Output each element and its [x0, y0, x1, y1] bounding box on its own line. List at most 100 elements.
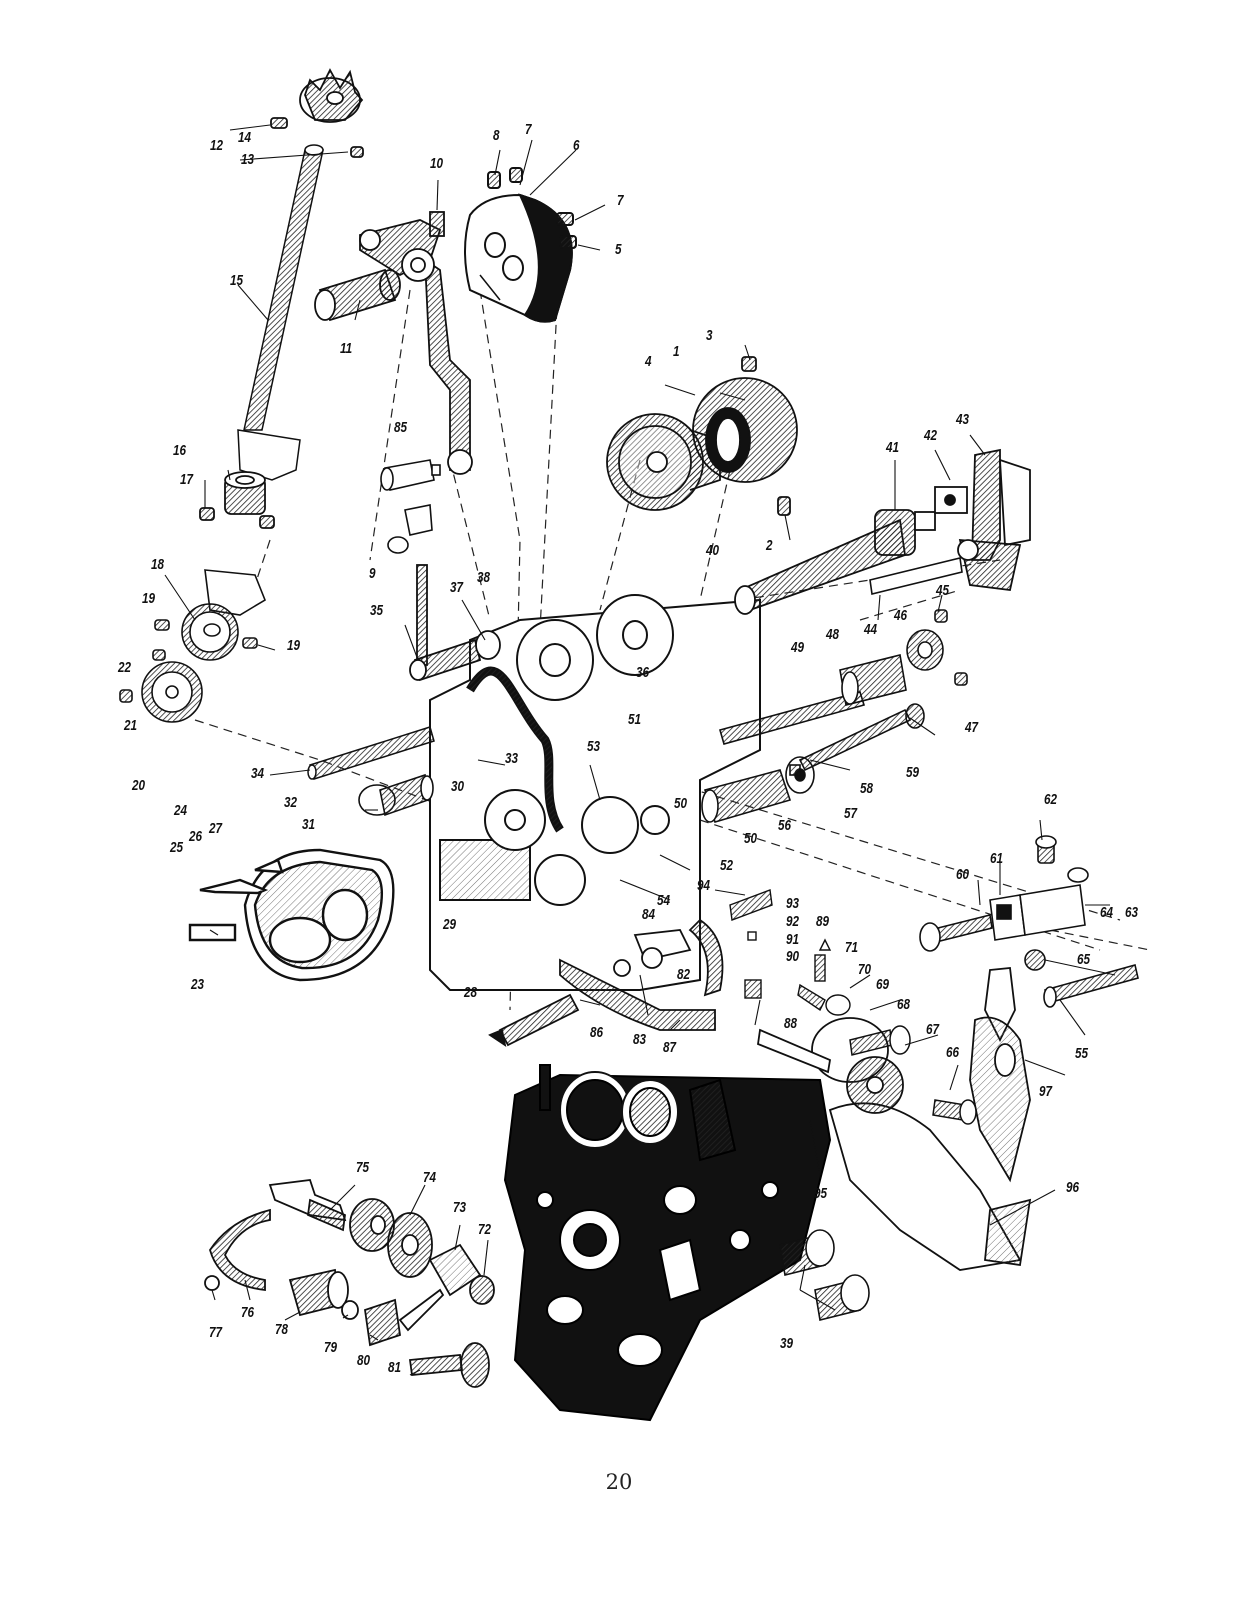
gear-20: [119, 649, 203, 723]
callout-88: 88: [784, 1015, 798, 1032]
callout-24: 24: [174, 802, 188, 819]
screws-66-68: [849, 1025, 977, 1125]
callout-14: 14: [238, 129, 252, 146]
callout-51: 51: [628, 711, 642, 728]
callout-66: 66: [946, 1044, 960, 1061]
callout-28: 28: [464, 984, 478, 1001]
callout-77: 77: [209, 1324, 223, 1341]
callout-50a: 50: [674, 795, 688, 812]
callout-26: 26: [189, 828, 203, 845]
callout-32: 32: [284, 794, 298, 811]
callout-16: 16: [173, 442, 187, 459]
bushing-group-56-59: [701, 703, 925, 823]
callout-2: 2: [766, 537, 773, 554]
callout-10: 10: [430, 155, 444, 172]
callout-75: 75: [356, 1159, 370, 1176]
callout-89: 89: [816, 913, 830, 930]
callout-67: 67: [926, 1021, 940, 1038]
callout-39: 39: [780, 1335, 794, 1352]
tension-assembly-72-81: [204, 1179, 495, 1388]
callout-84: 84: [642, 906, 656, 923]
callout-36: 36: [636, 664, 650, 681]
callout-63: 63: [1125, 904, 1139, 921]
callout-4: 4: [645, 353, 652, 370]
callout-79: 79: [324, 1339, 338, 1356]
callout-60: 60: [956, 866, 970, 883]
callout-65: 65: [1077, 951, 1091, 968]
callout-20: 20: [132, 777, 146, 794]
callout-43: 43: [956, 411, 970, 428]
callout-5: 5: [615, 241, 622, 258]
bushing-11: [314, 268, 401, 322]
bushing-group-46-49: [719, 609, 968, 745]
callout-58: 58: [860, 780, 874, 797]
bushing-31: [358, 773, 434, 817]
callout-73: 73: [453, 1199, 467, 1216]
callout-86: 86: [590, 1024, 604, 1041]
shaft-15: [243, 144, 324, 431]
callout-1: 1: [673, 343, 680, 360]
callout-83: 83: [633, 1031, 647, 1048]
callout-6: 6: [573, 137, 580, 154]
callout-93: 93: [786, 895, 800, 912]
callout-9: 9: [369, 565, 376, 582]
shaft-wrap: [237, 429, 301, 481]
gear-1: [692, 356, 798, 516]
lever-group-82-87: [488, 918, 724, 1047]
side-cover-24: [188, 848, 395, 982]
callout-33: 33: [505, 750, 519, 767]
collar-16: [199, 471, 275, 529]
callout-18: 18: [151, 556, 165, 573]
callout-38: 38: [477, 569, 491, 586]
cam-6: [464, 167, 577, 323]
callout-90: 90: [786, 948, 800, 965]
callout-29: 29: [443, 916, 457, 933]
callout-30: 30: [451, 778, 465, 795]
callout-76: 76: [241, 1304, 255, 1321]
shaft-44: [869, 557, 963, 595]
callout-leaders: [164, 124, 1116, 1376]
callout-19a: 19: [142, 590, 156, 607]
callout-80: 80: [357, 1352, 371, 1369]
callout-3: 3: [706, 327, 713, 344]
callout-56: 56: [778, 817, 792, 834]
rocker-arm-10: [359, 211, 473, 475]
callout-55: 55: [1075, 1045, 1089, 1062]
callout-17: 17: [180, 471, 194, 488]
callout-31: 31: [302, 816, 316, 833]
callout-70: 70: [858, 961, 872, 978]
callout-96: 96: [1066, 1179, 1080, 1196]
callout-68: 68: [897, 996, 911, 1013]
page-number: 20: [605, 1470, 633, 1494]
callout-40: 40: [706, 542, 720, 559]
callout-25: 25: [170, 839, 184, 856]
callout-85: 85: [394, 419, 408, 436]
callout-23: 23: [191, 976, 205, 993]
callout-87: 87: [663, 1039, 677, 1056]
callout-45: 45: [936, 582, 950, 599]
callout-12: 12: [210, 137, 224, 154]
callout-59: 59: [906, 764, 920, 781]
clamp-group-60-65: [919, 835, 1139, 1008]
bracket-43: [957, 448, 1031, 591]
callout-46: 46: [894, 607, 908, 624]
callout-53: 53: [587, 738, 601, 755]
screws-39: [779, 1229, 870, 1321]
callout-64: 64: [1100, 904, 1114, 921]
callout-8: 8: [493, 127, 500, 144]
presser-assembly-95-97: [757, 967, 1032, 1271]
callout-78: 78: [275, 1321, 289, 1338]
small-parts-88-94: [729, 889, 851, 1016]
callout-15: 15: [230, 272, 244, 289]
callout-41: 41: [886, 439, 900, 456]
callout-49: 49: [791, 639, 805, 656]
top-gear-assembly: [270, 68, 364, 158]
callout-82: 82: [677, 966, 691, 983]
callout-19b: 19: [287, 637, 301, 654]
gear-18: [154, 569, 266, 661]
callout-61: 61: [990, 850, 1004, 867]
callout-57: 57: [844, 805, 858, 822]
callout-72: 72: [478, 1221, 492, 1238]
callout-91: 91: [786, 931, 800, 948]
